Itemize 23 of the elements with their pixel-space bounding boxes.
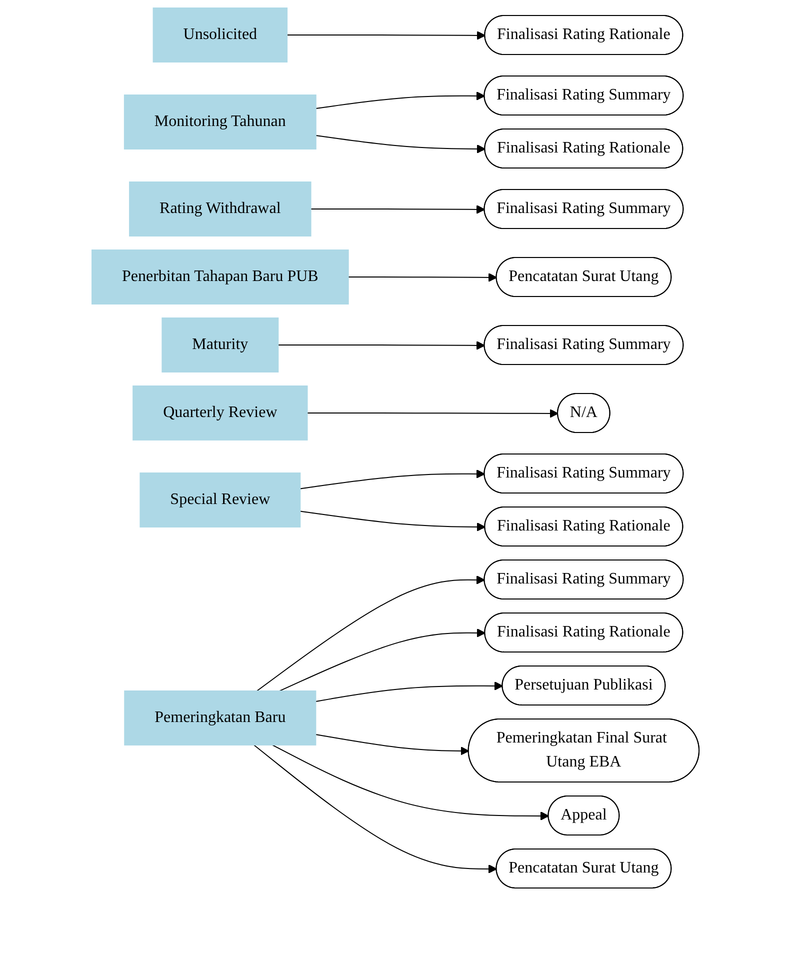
node-box: Quarterly Review — [132, 385, 308, 440]
arrow — [256, 576, 486, 692]
arrow — [315, 92, 486, 110]
node-box: Penerbitan Tahapan Baru PUB — [92, 250, 349, 304]
node-box: Unsolicited — [152, 8, 288, 62]
arrow — [286, 31, 486, 40]
arrow — [300, 470, 486, 490]
arrow — [300, 510, 486, 532]
arrow — [315, 134, 486, 154]
arrow — [315, 682, 504, 702]
node-box: Rating Withdrawal — [129, 182, 312, 236]
arrow — [253, 744, 498, 874]
arrow — [310, 205, 486, 214]
node-box: Special Review — [140, 472, 301, 528]
arrow — [315, 734, 470, 756]
arrow — [278, 341, 486, 350]
arrow — [272, 744, 550, 820]
node-box: Maturity — [162, 318, 279, 372]
arrow — [279, 628, 486, 692]
node-box: Pemeringkatan Baru — [124, 690, 316, 746]
node-box: Monitoring Tahunan — [124, 94, 316, 150]
arrow — [306, 409, 558, 418]
arrow — [348, 273, 498, 282]
